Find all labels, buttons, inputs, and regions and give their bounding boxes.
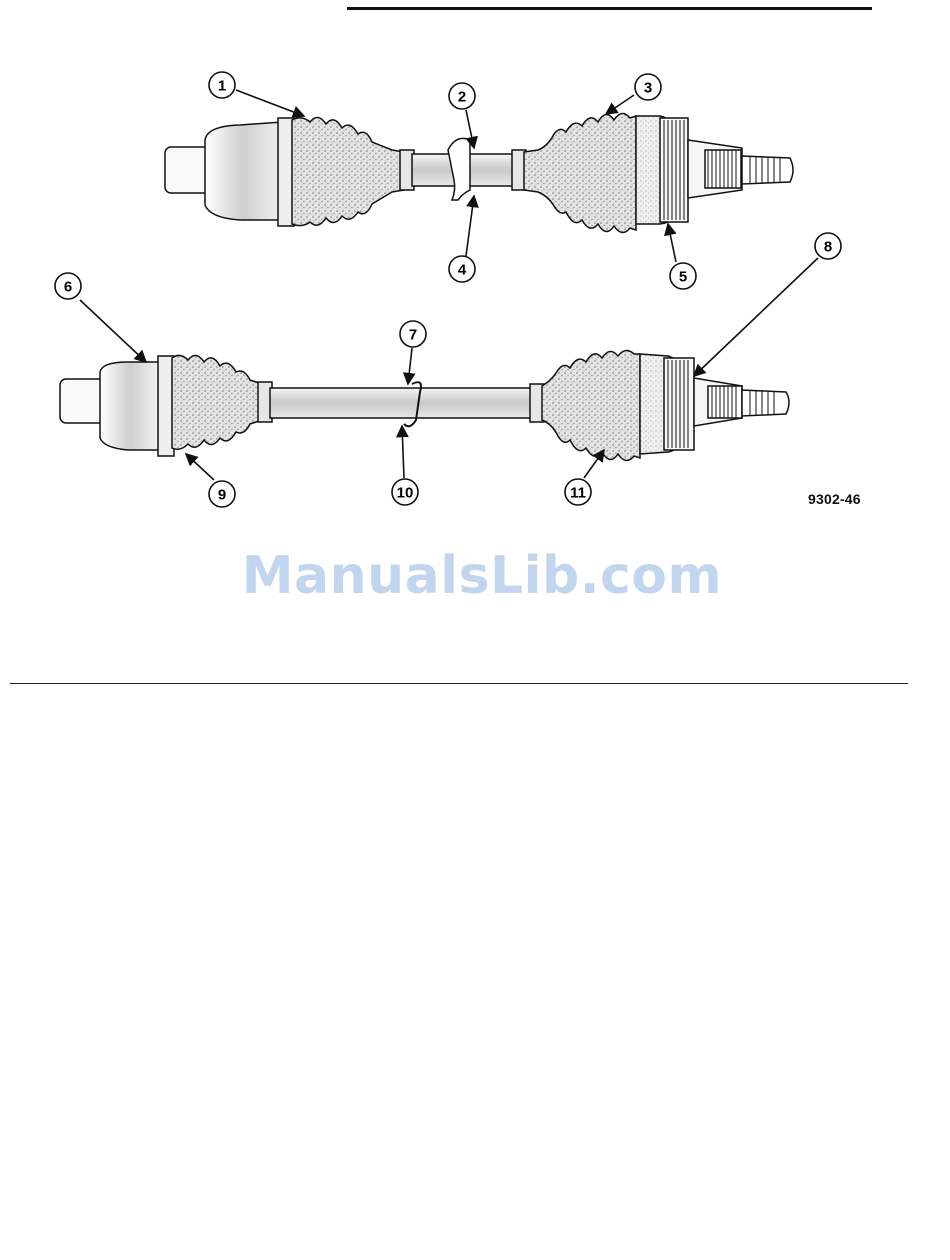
- callout-7-label: 7: [409, 327, 417, 344]
- drive-shaft-illustration: 1 2 3 4 5 6 7 8 9 10 11: [0, 0, 950, 560]
- callout-3-label: 3: [644, 80, 652, 97]
- callout-2: 2: [449, 83, 475, 109]
- callout-4-label: 4: [458, 262, 467, 279]
- callout-8: 8: [815, 233, 841, 259]
- callout-4: 4: [449, 256, 475, 282]
- callout-1-label: 1: [218, 78, 226, 95]
- callout-5: 5: [670, 263, 696, 289]
- callout-6: 6: [55, 273, 81, 299]
- callout-11-label: 11: [570, 485, 586, 502]
- callout-5-label: 5: [679, 269, 687, 286]
- callout-10-label: 10: [397, 485, 414, 502]
- figure-code: 9302-46: [808, 491, 861, 507]
- callout-6-label: 6: [64, 279, 72, 296]
- callout-11: 11: [565, 479, 591, 505]
- section-divider: [10, 683, 908, 684]
- callout-1: 1: [209, 72, 235, 98]
- watermark: ManualsLib.com: [0, 546, 950, 606]
- callout-3: 3: [635, 74, 661, 100]
- callout-8-label: 8: [824, 239, 832, 256]
- callout-2-label: 2: [458, 89, 466, 106]
- upper-drive-shaft: [165, 113, 793, 232]
- callout-9: 9: [209, 481, 235, 507]
- callout-7: 7: [400, 321, 426, 347]
- callout-10: 10: [392, 479, 418, 505]
- callout-9-label: 9: [218, 487, 226, 504]
- lower-drive-shaft: [60, 350, 789, 460]
